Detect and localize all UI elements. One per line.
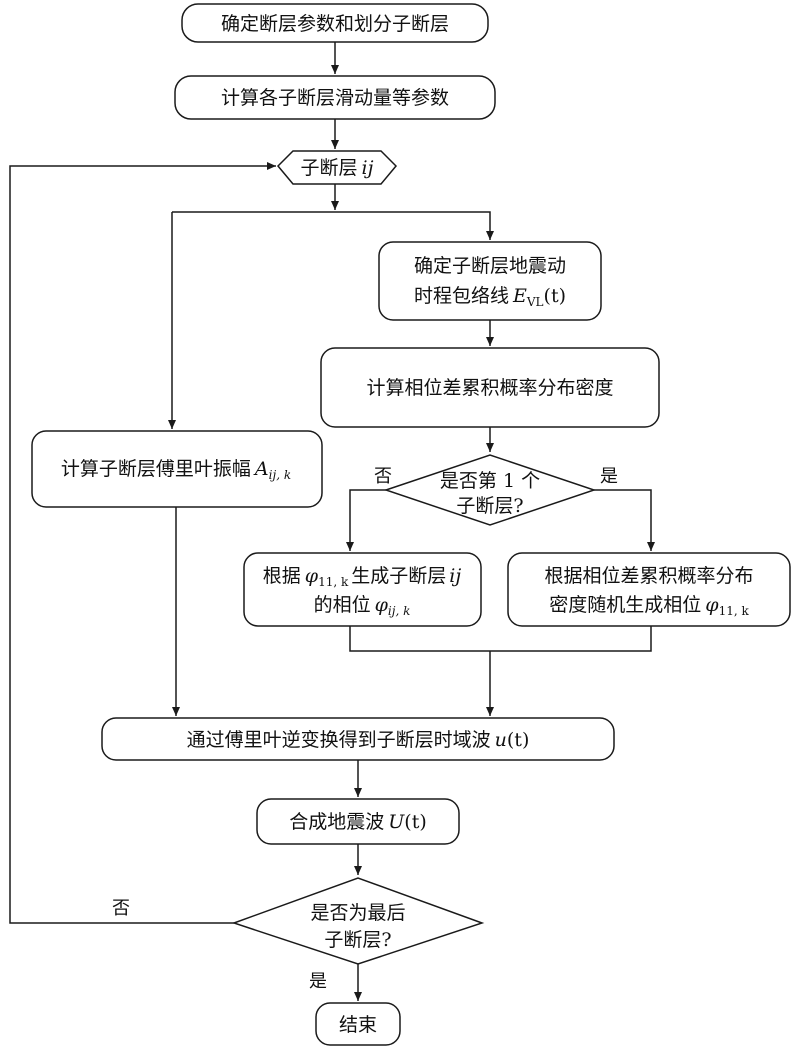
gen-from-mid: 生成子断层 [351,565,446,587]
phase-cdf-text: 计算相位差累积概率分布密度 [366,377,613,399]
first-line2: 子断层? [456,495,523,517]
last-line1: 是否为最后 [310,902,405,924]
gen-from-phi-sub: 11, k [318,575,349,589]
node-define-params: 确定断层参数和划分子断层 [181,3,489,43]
calc-slip-text: 计算各子断层滑动量等参数 [221,87,449,109]
arrow-loop-back [9,162,276,924]
gen-from-phi2: φ [375,594,389,616]
arrow-first-yes [594,489,655,551]
loop-label: 子断层 [301,157,358,179]
label-first-yes: 是 [600,466,618,487]
gen-rand-phi: φ [705,594,719,616]
gen-from-prefix: 根据 [263,565,301,587]
first-line1: 是否第 1 个 [440,470,540,492]
inverse-ft-arg: (t) [507,729,529,751]
gen-from-line2-text: 的相位 [314,594,371,616]
fourier-amp-text: 计算子断层傅里叶振幅 [61,458,251,480]
envelope-line2-text: 时程包络线 [414,285,509,307]
label-first-no: 否 [374,466,392,487]
gen-from-phi: φ [305,565,319,587]
label-last-no: 否 [112,898,130,919]
inverse-ft-sym: u [495,729,507,751]
gen-rand-line1: 根据相位差累积概率分布 [544,565,753,587]
gen-from-ij: ij [449,565,461,587]
connectors [9,42,655,1001]
gen-from-phi2-sub: ij, k [388,604,410,618]
envelope-line1: 确定子断层地震动 [414,255,566,277]
fourier-amp-sym: A [253,458,269,480]
node-end: 结束 [315,1002,401,1046]
fourier-amp-sub: ij, k [269,468,291,482]
last-line2: 子断层? [324,929,391,951]
node-calc-slip: 计算各子断层滑动量等参数 [174,75,496,120]
envelope-sub: VL [526,295,544,309]
arrow-first-no [346,489,386,551]
decision-last-subfault: 是否为最后 子断层? [231,877,485,965]
envelope-arg: (t) [544,285,566,307]
gen-rand-line2-text: 密度随机生成相位 [549,594,701,616]
envelope-sym: E [512,285,527,307]
label-last-yes: 是 [309,971,327,992]
node-phase-cdf: 计算相位差累积概率分布密度 [320,347,660,428]
inverse-ft-text: 通过傅里叶逆变换得到子断层时域波 [187,729,491,751]
merge-line [349,626,652,652]
decision-first-subfault: 是否第 1 个 子断层? [383,454,597,526]
end-text: 结束 [339,1014,377,1036]
gen-rand-phi-sub: 11, k [719,604,750,618]
define-params-text: 确定断层参数和划分子断层 [221,13,449,35]
arrow-split-right [172,211,494,240]
synth-sym: U [388,811,405,833]
loop-var: ij [362,157,374,179]
synth-text: 合成地震波 [289,811,384,833]
synth-arg: (t) [404,811,426,833]
